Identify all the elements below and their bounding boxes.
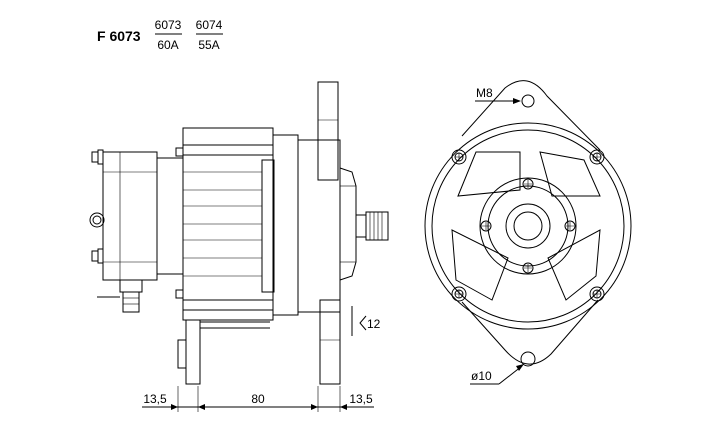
variant-code-1: 6073 [155,18,182,32]
title-block: F 6073 6073 60A 6074 55A [97,18,223,52]
inner-housing [479,177,577,275]
regulator-plate [156,157,184,275]
vent-window-2 [539,151,601,197]
right-offset-label: 13,5 [349,392,373,406]
variant-code-2: 6074 [196,18,223,32]
variant-rating-2: 55A [198,38,219,52]
inner-screws [480,178,576,274]
d10-hole [520,351,536,367]
bearing-outer [505,203,551,249]
shaft-length-label: 12 [367,317,381,331]
left-offset-label: 13,5 [143,392,167,406]
thread-label: M8 [476,86,493,100]
top-mounting-ear [317,81,339,181]
outer-screws [451,149,605,302]
top-lug [461,80,601,151]
rear-foot [185,319,201,385]
m8-hole [521,94,535,108]
front-housing [272,134,299,316]
front-view: M8 ø10 [424,80,632,385]
bottom-mounting-ear [319,299,341,385]
bearing-inner [513,211,543,241]
shaft-collar [355,214,367,238]
vent-window-4 [451,229,509,301]
housing-outline [424,122,632,330]
vent-window-1 [457,151,521,197]
length-dimensions: 13,5 80 13,5 [142,386,374,412]
hole-diameter-label: ø10 [471,369,492,383]
bottom-lug [461,299,599,365]
variant-rating-1: 60A [157,38,178,52]
plug-connector [119,279,143,293]
threaded-shaft [365,211,389,241]
side-view: 12 [89,81,389,385]
vent-window-3 [547,229,601,301]
body-length-label: 80 [251,392,265,406]
ring-terminal [89,212,105,228]
regulator-box [102,151,158,281]
model-number: F 6073 [97,28,141,44]
